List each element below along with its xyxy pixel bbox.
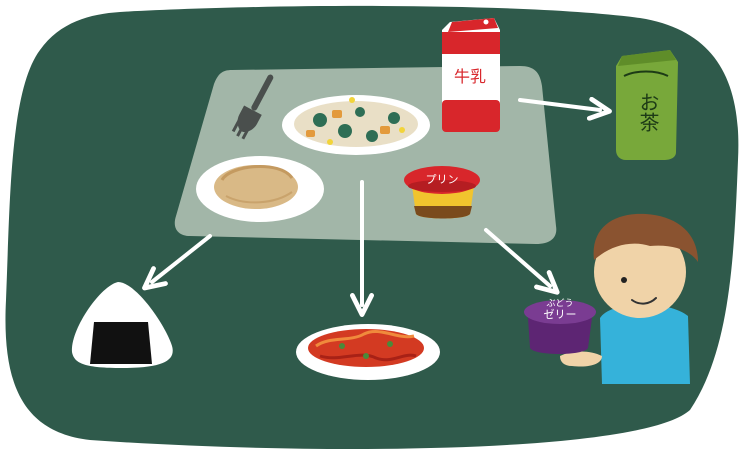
milk-carton-label: 牛乳	[454, 67, 486, 86]
spaghetti-plate-icon	[296, 324, 440, 380]
soup-bowl-icon	[282, 95, 430, 155]
pudding-label: プリン	[426, 173, 459, 186]
bread-plate-icon	[196, 156, 324, 222]
tea-carton-icon: お茶	[616, 50, 678, 160]
tea-carton-label: お茶	[636, 92, 660, 132]
pudding-cup-icon: プリン	[404, 166, 480, 219]
grape-jelly-cup-icon: ぶどう ゼリー	[524, 298, 596, 354]
grape-jelly-label-line2: ゼリー	[544, 308, 577, 321]
milk-carton-icon: 牛乳	[442, 18, 500, 132]
